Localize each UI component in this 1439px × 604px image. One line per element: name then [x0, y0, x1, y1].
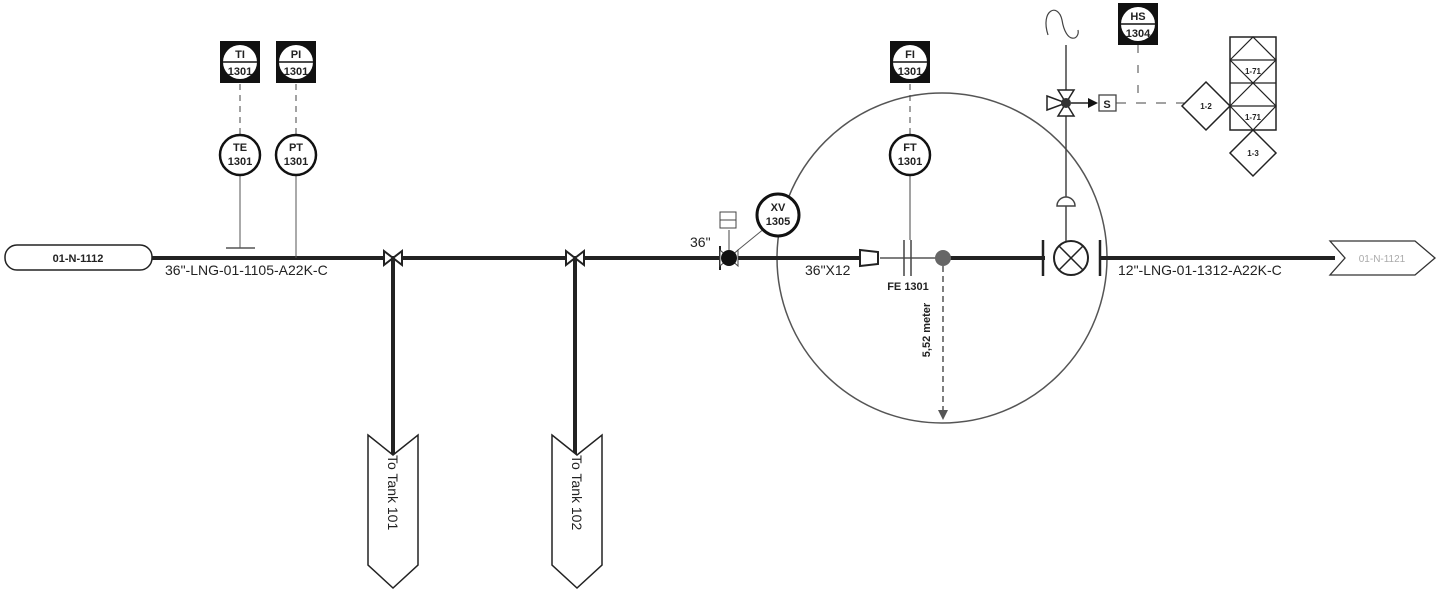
- ft-type: FT: [903, 142, 917, 154]
- logic-1-2-label: 1-2: [1200, 102, 1212, 111]
- fi-type: FI: [905, 49, 915, 61]
- logic-block-2-label: 1-71: [1245, 113, 1262, 122]
- fe-label: FE 1301: [887, 281, 929, 293]
- outlet-line-label: 12"-LNG-01-1312-A22K-C: [1118, 262, 1282, 278]
- actuator-diaphragm: [1056, 196, 1076, 207]
- logic-block-stack[interactable]: 1-71 1-71: [1229, 36, 1277, 131]
- flow-element-orifice[interactable]: [903, 240, 912, 276]
- logic-diamond-1-2[interactable]: 1-2: [1180, 80, 1232, 132]
- pi-1301-indicator[interactable]: PI 1301: [276, 41, 316, 83]
- logic-1-3-label: 1-3: [1247, 149, 1259, 158]
- pt-type: PT: [289, 142, 303, 154]
- xv-num: 1305: [766, 216, 790, 228]
- inlet-terminal-label: 01-N-1112: [53, 253, 104, 265]
- ti-1301-indicator[interactable]: TI 1301: [220, 41, 260, 83]
- ft-1301-instrument[interactable]: FT 1301: [888, 133, 932, 177]
- pi-num: 1301: [284, 66, 308, 78]
- ft-num: 1301: [898, 156, 922, 168]
- hs-num: 1304: [1126, 28, 1151, 40]
- outlet-terminal[interactable]: 01-N-1121: [1328, 240, 1437, 276]
- tank-101-connector[interactable]: To Tank 101: [367, 433, 419, 590]
- solenoid-label: S: [1103, 99, 1110, 111]
- control-valve[interactable]: [1041, 240, 1102, 276]
- fi-1301-indicator[interactable]: FI 1301: [890, 41, 930, 83]
- xv-type: XV: [771, 202, 786, 214]
- air-supply-icon: [1045, 9, 1079, 39]
- radius-arrowhead: [938, 410, 948, 420]
- te-num: 1301: [228, 156, 252, 168]
- pt-1301-instrument[interactable]: PT 1301: [274, 133, 318, 177]
- tank-101-label: To Tank 101: [385, 455, 401, 530]
- xv-ball-valve[interactable]: [719, 211, 739, 270]
- inlet-line-label: 36"-LNG-01-1105-A22K-C: [165, 262, 328, 278]
- te-type: TE: [233, 142, 247, 154]
- solenoid-valve[interactable]: [1046, 89, 1098, 117]
- ti-num: 1301: [228, 66, 252, 78]
- reducer-label: 36"X12: [805, 262, 851, 278]
- radius-label: 5,52 meter: [921, 302, 933, 357]
- pi-type: PI: [291, 49, 301, 61]
- xv-1305-instrument[interactable]: XV 1305: [755, 192, 801, 238]
- hs-type: HS: [1130, 11, 1145, 23]
- logic-diamond-1-3[interactable]: 1-3: [1228, 128, 1278, 178]
- leak-point: [935, 250, 951, 266]
- outlet-terminal-label: 01-N-1121: [1359, 254, 1406, 265]
- ti-type: TI: [235, 49, 245, 61]
- fi-num: 1301: [898, 66, 922, 78]
- tank-102-label: To Tank 102: [569, 455, 585, 530]
- tank-102-connector[interactable]: To Tank 102: [551, 433, 603, 590]
- logic-block-1-label: 1-71: [1245, 67, 1262, 76]
- te-1301-instrument[interactable]: TE 1301: [218, 133, 262, 177]
- pt-num: 1301: [284, 156, 308, 168]
- hs-1304-switch[interactable]: HS 1304: [1118, 3, 1158, 45]
- valve-size-label: 36": [690, 234, 711, 250]
- solenoid-s-box[interactable]: S: [1098, 94, 1117, 112]
- reducer: [859, 248, 879, 268]
- inlet-terminal[interactable]: 01-N-1112: [4, 244, 153, 271]
